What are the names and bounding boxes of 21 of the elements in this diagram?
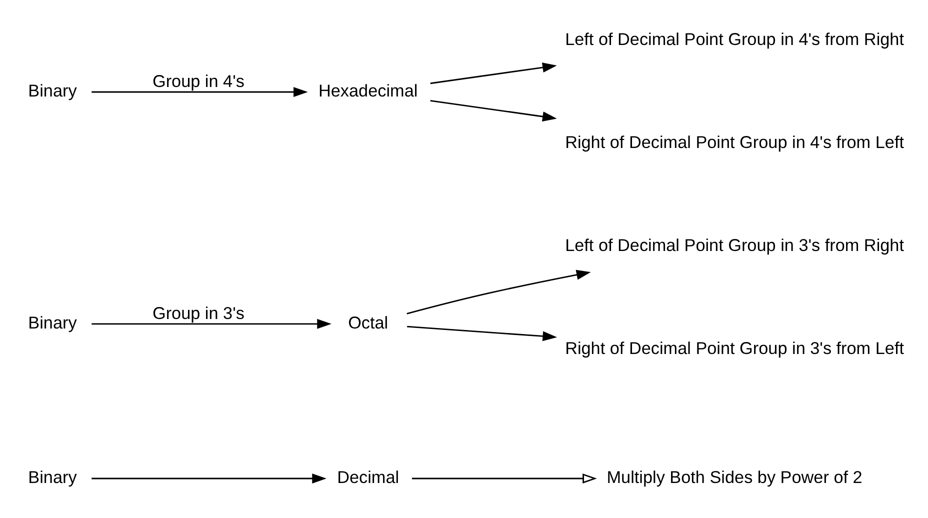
node-text: Binary bbox=[28, 80, 77, 100]
arrow bbox=[412, 473, 597, 484]
arrow bbox=[430, 99, 557, 122]
arrow bbox=[92, 318, 332, 328]
edge-label: Group in 3's bbox=[152, 302, 244, 323]
arrow bbox=[92, 86, 308, 97]
arrow bbox=[406, 269, 591, 314]
arrow bbox=[92, 473, 326, 484]
node-text: Octal bbox=[348, 312, 388, 332]
node-text: Left of Decimal Point Group in 4's from Right bbox=[565, 28, 904, 48]
node-text: Right of Decimal Point Group in 4's from Left bbox=[565, 131, 904, 152]
node-text: Decimal bbox=[337, 466, 400, 486]
arrow bbox=[430, 62, 557, 84]
arrow bbox=[407, 325, 558, 341]
node-text: Binary bbox=[28, 312, 77, 332]
node-text: Right of Decimal Point Group in 3's from Left bbox=[565, 338, 904, 358]
node-text: Multiply Both Sides by Power of 2 bbox=[606, 466, 862, 486]
node-text: Binary bbox=[28, 466, 77, 486]
node-text: Left of Decimal Point Group in 3's from Right bbox=[565, 234, 904, 255]
edge-label: Group in 4's bbox=[152, 70, 244, 91]
node-text: Hexadecimal bbox=[318, 80, 418, 100]
